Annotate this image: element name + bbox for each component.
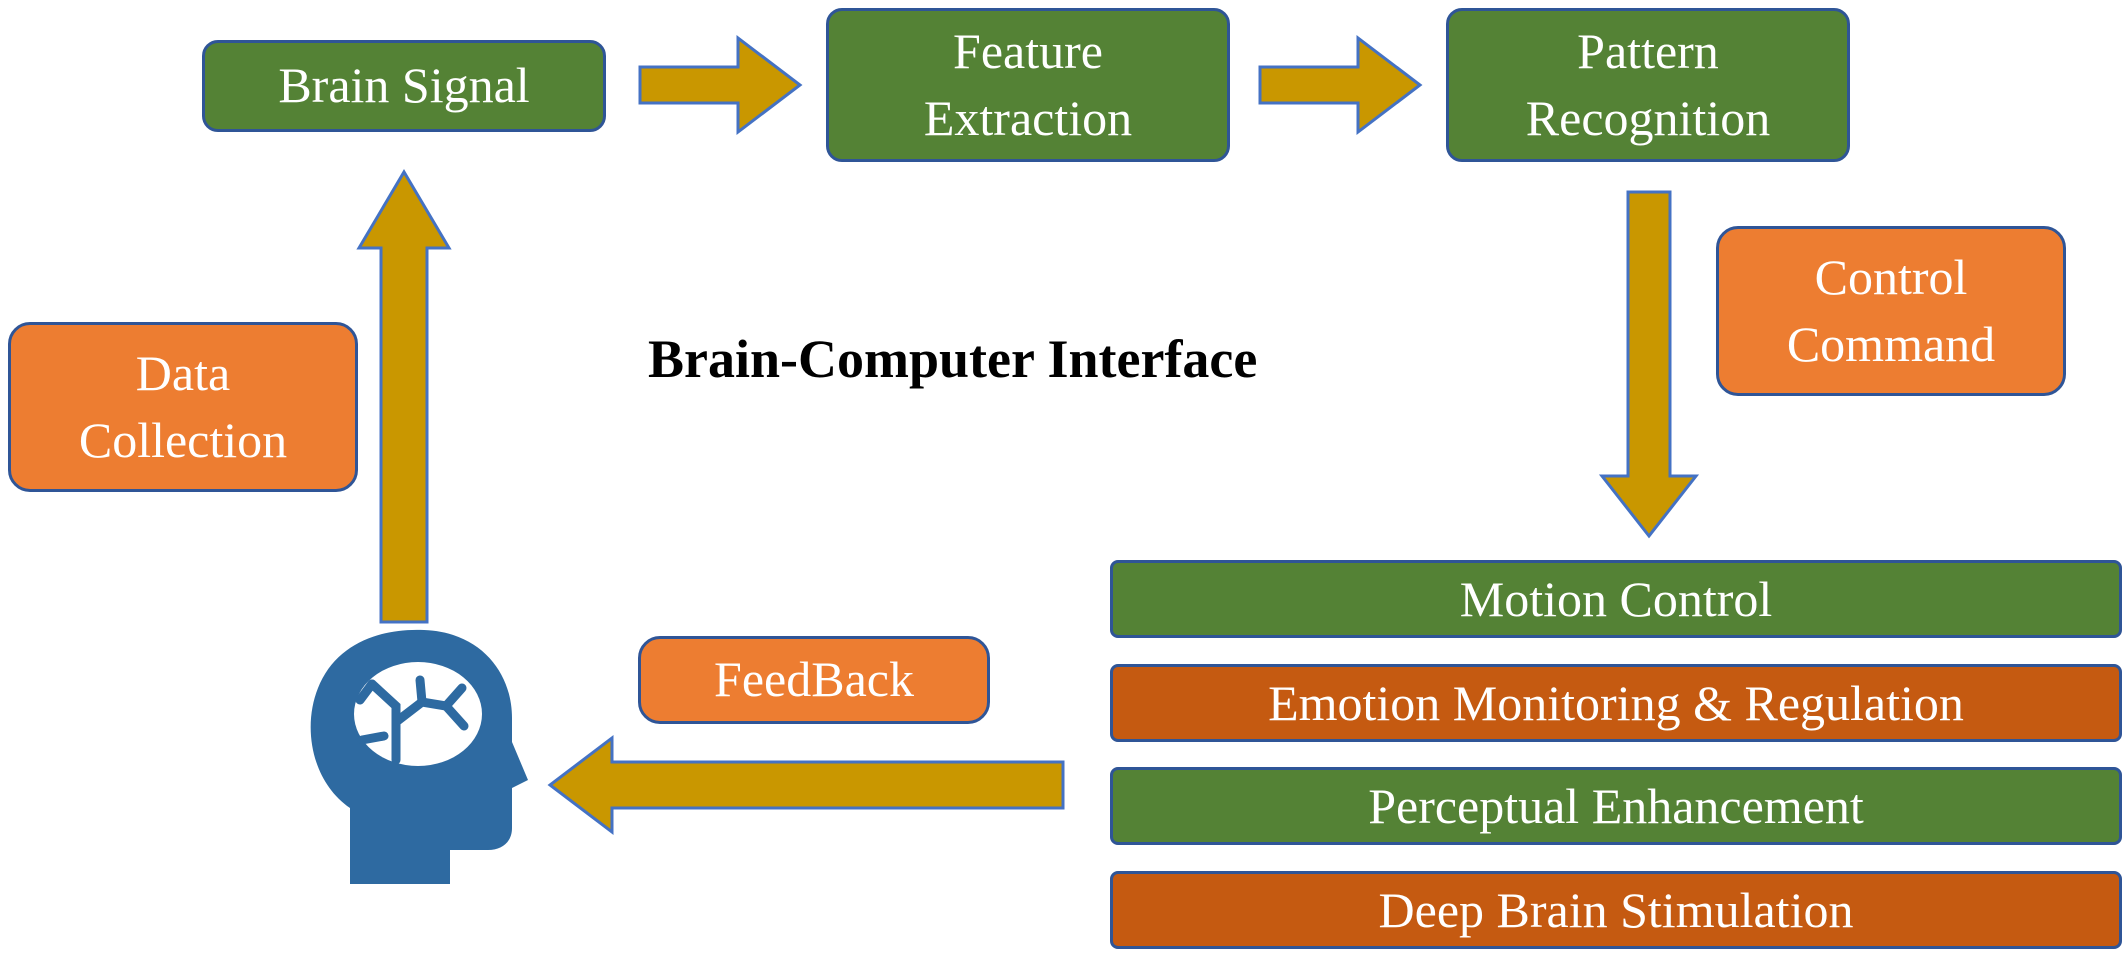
application-bar-deep-brain-stimulation: Deep Brain Stimulation — [1110, 871, 2122, 949]
diagram-title: Brain-Computer Interface — [648, 329, 1258, 389]
pattern-recognition-box: Pattern Recognition — [1446, 8, 1850, 162]
arrow-to-feature-extraction — [638, 34, 803, 136]
data-collection-box: Data Collection — [8, 322, 358, 492]
application-bar-perceptual-enhancement: Perceptual Enhancement — [1110, 767, 2122, 845]
brain-signal-box: Brain Signal — [202, 40, 606, 132]
feature-extraction-box: Feature Extraction — [826, 8, 1230, 162]
control-command-box: Control Command — [1716, 226, 2066, 396]
arrow-data-collection — [356, 169, 452, 624]
feedback-box: FeedBack — [638, 636, 990, 724]
head-with-brain-icon — [310, 629, 528, 884]
application-bar-emotion-monitoring: Emotion Monitoring & Regulation — [1110, 664, 2122, 742]
arrow-feedback — [547, 734, 1065, 836]
arrow-to-applications — [1598, 190, 1700, 539]
arrow-to-pattern-recognition — [1258, 34, 1423, 136]
application-bar-motion-control: Motion Control — [1110, 560, 2122, 638]
